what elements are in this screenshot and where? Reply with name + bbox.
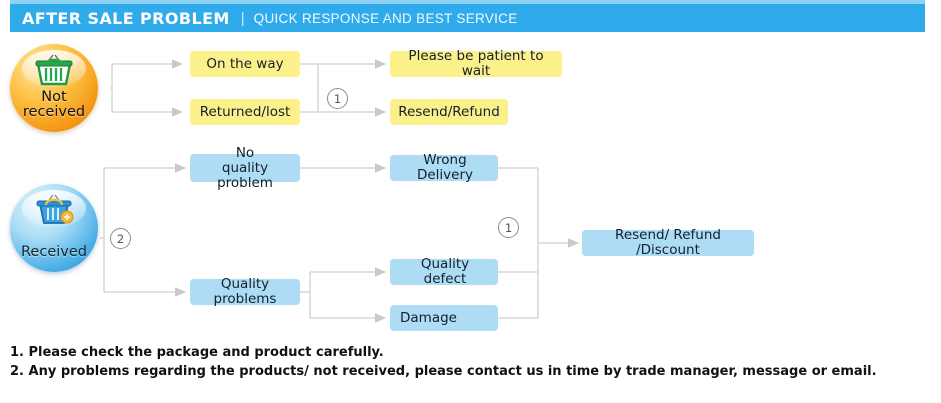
page-subtitle: QUICK RESPONSE AND BEST SERVICE [253,10,518,26]
step-marker-1-received: 1 [498,217,519,238]
note-line-2: 2. Any problems regarding the products/ … [10,364,877,379]
node-no-quality-problem[interactable]: No quality problem [190,145,300,190]
badge-not-received[interactable]: Not received [10,44,98,132]
step-marker-1-not-received: 1 [327,88,348,109]
badge-label-line1: Not [41,89,67,105]
shopping-basket-icon [36,194,74,224]
node-on-the-way[interactable]: On the way [190,51,300,77]
shopping-basket-icon [35,54,73,86]
badge-received-label: Received [21,243,87,260]
banner-separator: | [240,9,245,27]
step-marker-2-received: 2 [110,228,131,249]
flowchart-canvas: Not received Received On the way Returne… [0,32,941,342]
connector-lines [100,59,579,323]
node-quality-defect[interactable]: Quality defect [390,257,498,287]
node-final-resolution[interactable]: Resend/ Refund /Discount [582,228,754,258]
badge-received[interactable]: Received [10,184,98,272]
node-returned-lost[interactable]: Returned/lost [190,99,300,125]
page-title: AFTER SALE PROBLEM [22,8,230,28]
node-please-be-patient[interactable]: Please be patient to wait [390,49,562,79]
node-resend-refund[interactable]: Resend/Refund [390,99,508,125]
badge-label-line2: received [22,103,86,120]
badge-not-received-label: Not received [23,90,85,119]
banner-top-strip [10,0,925,4]
node-wrong-delivery[interactable]: Wrong Delivery [390,153,498,183]
page-banner: AFTER SALE PROBLEM | QUICK RESPONSE AND … [10,4,925,32]
footer-notes: 1. Please check the package and product … [10,343,920,381]
note-line-1: 1. Please check the package and product … [10,345,384,360]
node-label-line2: quality problem [217,159,273,191]
node-quality-problems[interactable]: Quality problems [190,277,300,307]
node-label-line1: No [235,144,255,161]
node-damage[interactable]: Damage [390,305,498,331]
